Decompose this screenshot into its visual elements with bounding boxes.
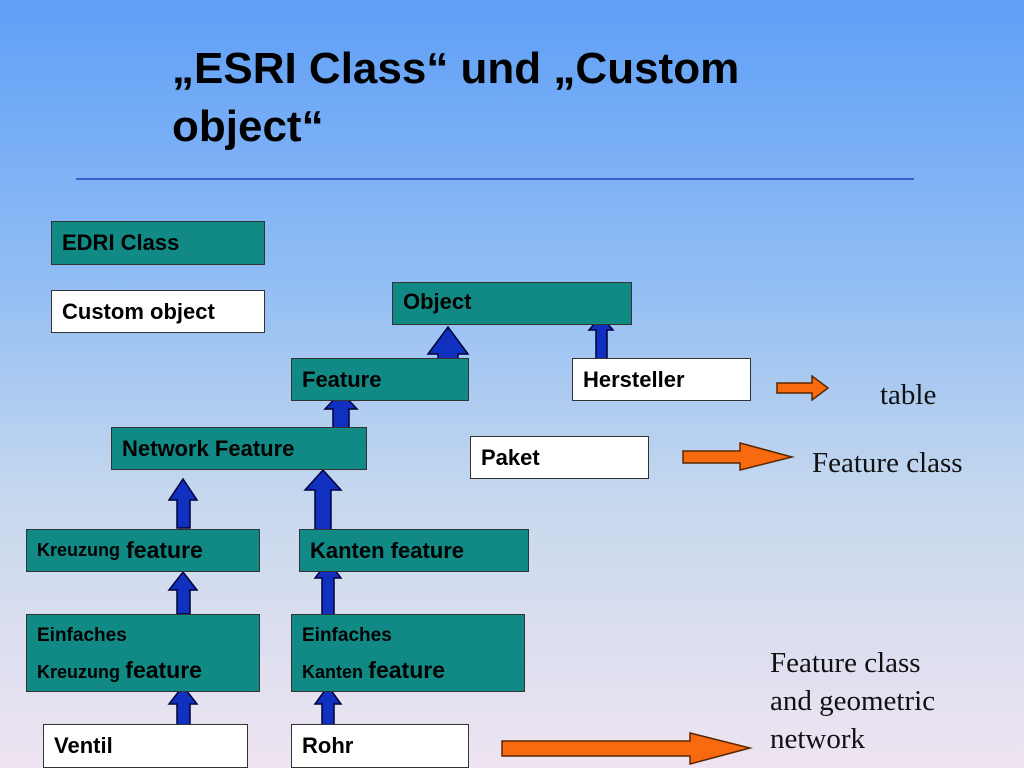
node-kreuzung-feature: Kreuzung feature — [26, 529, 260, 572]
legend-custom-object-label: Custom object — [62, 298, 215, 324]
legend-esri-class-label: EDRI Class — [62, 230, 180, 255]
node-rohr-label: Rohr — [302, 733, 354, 758]
node-einfaches-kreuzung-small: Kreuzung — [37, 662, 120, 682]
arrow-einfkreuzung-to-kreuzung — [167, 570, 199, 615]
label-fc-geo-line2: and geometric — [770, 685, 936, 717]
node-einfaches-kreuzung-feature: Einfaches Kreuzung feature — [26, 614, 260, 692]
node-feature-label: Feature — [302, 366, 382, 392]
label-fc-geo-line3: network — [770, 723, 866, 755]
node-einfaches-kanten-line1: Einfaches — [302, 625, 392, 646]
legend-esri-class: EDRI Class — [51, 221, 265, 265]
node-kreuzung-big: feature — [126, 537, 203, 563]
node-einfaches-kanten-small: Kanten — [302, 662, 364, 682]
arrow-rohr-to-network — [501, 732, 753, 765]
node-kanten-feature: Kanten feature — [299, 529, 529, 572]
node-kanten-feature-label: Kanten feature — [310, 537, 465, 563]
label-feature-class-geometric-network: Feature class and geometric network — [770, 644, 935, 758]
label-feature-class: Feature class — [812, 447, 963, 479]
node-ventil-label: Ventil — [54, 733, 113, 758]
node-kreuzung-small: Kreuzung — [37, 540, 120, 560]
node-feature: Feature — [291, 358, 469, 401]
arrow-paket-to-featureclass — [682, 442, 795, 471]
node-einfaches-kanten-feature: Einfaches Kanten feature — [291, 614, 525, 692]
node-object: Object — [392, 282, 632, 325]
slide-title-line2: object“ — [172, 102, 324, 151]
node-einfaches-kanten-big: feature — [368, 657, 445, 683]
node-network-feature-label: Network Feature — [122, 435, 295, 461]
title-divider — [76, 178, 914, 180]
node-einfaches-kreuzung-line1: Einfaches — [37, 625, 127, 646]
arrow-hersteller-to-table — [776, 374, 830, 402]
slide-title: „ESRI Class“ und „Custom object“ — [172, 40, 932, 156]
arrow-kreuzung-to-network — [167, 477, 199, 529]
node-ventil: Ventil — [43, 724, 248, 768]
slide-title-line1: „ESRI Class“ und „Custom — [172, 44, 740, 93]
node-paket-label: Paket — [481, 444, 540, 470]
label-table: table — [880, 379, 937, 411]
node-hersteller: Hersteller — [572, 358, 751, 401]
node-rohr: Rohr — [291, 724, 469, 768]
legend-custom-object: Custom object — [51, 290, 265, 333]
label-fc-geo-line1: Feature class — [770, 647, 921, 679]
node-einfaches-kreuzung-big: feature — [125, 657, 202, 683]
arrow-kanten-to-network — [303, 468, 343, 539]
node-hersteller-label: Hersteller — [583, 366, 685, 392]
node-network-feature: Network Feature — [111, 427, 367, 470]
node-object-label: Object — [403, 289, 472, 314]
node-paket: Paket — [470, 436, 649, 479]
